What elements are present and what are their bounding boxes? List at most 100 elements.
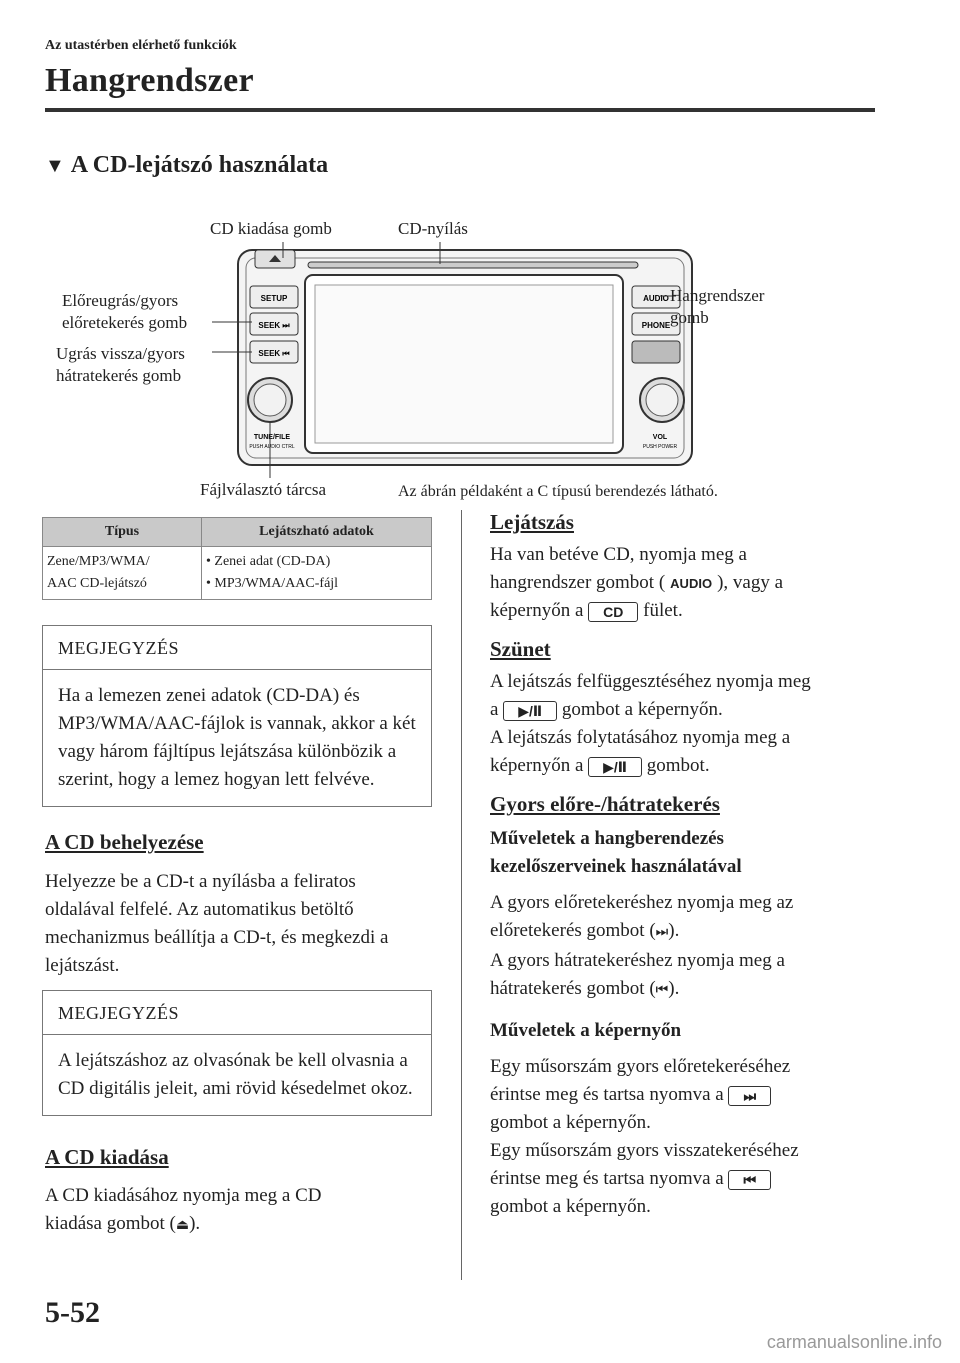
- note-box-1: MEGJEGYZÉS Ha a lemezen zenei adatok (CD…: [42, 625, 432, 807]
- cd-slot-label: CD-nyílás: [398, 219, 468, 238]
- pause-text-part: képernyőn a: [490, 755, 584, 776]
- ff-screen-line3: gombot a képernyőn.: [490, 1112, 651, 1133]
- rewind-icon: ⏮: [655, 983, 669, 998]
- eject-icon: ⏏: [175, 1218, 190, 1233]
- svg-text:VOL: VOL: [653, 434, 668, 441]
- pause-text-part: gombot.: [646, 755, 710, 776]
- rewind-key-icon: ⏮: [728, 1169, 772, 1190]
- pause-text: A lejátszás felfüggesztéséhez nyomja meg…: [490, 668, 885, 780]
- note-heading: MEGJEGYZÉS: [43, 991, 431, 1035]
- play-text-part: hangrendszer gombot (: [490, 572, 666, 593]
- pause-title: Szünet: [490, 637, 551, 661]
- fast-forward-icon: ⏭: [655, 925, 669, 940]
- seek-up-label-line2: előretekerés gomb: [62, 313, 188, 332]
- eject-title: A CD kiadása: [45, 1145, 169, 1169]
- seek-up-label: Előreugrás/gyors előretekerés gomb: [62, 290, 187, 334]
- play-text-part: ), vagy a: [717, 572, 784, 593]
- svg-text:AUDIO: AUDIO: [643, 294, 669, 303]
- table-cell-data: • Zenei adat (CD-DA) • MP3/WMA/AAC-fájl: [201, 546, 432, 600]
- svg-text:PHONE: PHONE: [642, 321, 671, 330]
- svg-text:TUNE/FILE: TUNE/FILE: [254, 434, 290, 441]
- ff-screen-line6: gombot a képernyőn.: [490, 1196, 651, 1217]
- seek-down-label: Ugrás vissza/gyors hátratekerés gomb: [56, 343, 185, 387]
- ff-screen-line2: érintse meg és tartsa nyomva a ⏭: [490, 1081, 885, 1109]
- pause-line2: a ▶/Ⅱ gombot a képernyőn.: [490, 696, 885, 724]
- table-cell-type: Zene/MP3/WMA/AAC CD-lejátszó: [42, 546, 202, 600]
- seek-up-label-line1: Előreugrás/gyors: [62, 291, 179, 310]
- ff-sub1: Műveletek a hangberendezés kezelőszervei…: [490, 825, 885, 881]
- svg-text:PUSH POWER: PUSH POWER: [643, 444, 678, 450]
- right-column: Lejátszás Ha van betéve CD, nyomja meg a…: [490, 510, 885, 1221]
- play-pause-key-icon: ▶/Ⅱ: [588, 756, 643, 777]
- table-header-row: Típus Lejátszható adatok: [42, 517, 432, 547]
- eject-text-part: kiadása gombot (: [45, 1213, 176, 1234]
- chapter-title: Az utastérben elérhető funkciók: [45, 38, 237, 53]
- column-divider: [461, 510, 462, 1280]
- data-line1: • Zenei adat (CD-DA): [206, 554, 331, 569]
- ff-sub2: Műveletek a képernyőn: [490, 1020, 682, 1041]
- audio-label-line1: Hangrendszer: [670, 286, 765, 305]
- eject-text-line2: kiadása gombot (⏏).: [45, 1210, 430, 1240]
- pause-line1: A lejátszás felfüggesztéséhez nyomja meg: [490, 671, 811, 692]
- ff-text-part: ).: [668, 978, 680, 999]
- pause-line4: képernyőn a ▶/Ⅱ gombot.: [490, 752, 885, 780]
- eject-text-line1: A CD kiadásához nyomja meg a CD: [45, 1185, 322, 1206]
- type-line2: AAC CD-lejátszó: [47, 576, 147, 591]
- header-divider: [45, 108, 875, 112]
- ff-text-part: előretekerés gombot (: [490, 920, 656, 941]
- seek-down-label-line1: Ugrás vissza/gyors: [56, 344, 185, 363]
- ff-text-part: érintse meg és tartsa nyomva a: [490, 1168, 724, 1189]
- eject-text-part: ).: [189, 1213, 201, 1234]
- audio-unit-drawing: SETUP SEEK ⏭ SEEK ⏮ AUDIO PHONE TUNE/FIL…: [212, 242, 693, 478]
- seek-down-label-line2: hátratekerés gomb: [56, 366, 182, 385]
- ff-line2: előretekerés gombot (⏭).: [490, 917, 885, 947]
- ff-text-part: érintse meg és tartsa nyomva a: [490, 1084, 724, 1105]
- eject-text: A CD kiadásához nyomja meg a CD kiadása …: [45, 1182, 430, 1240]
- pause-line3: A lejátszás folytatásához nyomja meg a: [490, 727, 791, 748]
- ff-sub1-line2: kezelőszerveinek használatával: [490, 856, 742, 877]
- page-title: Hangrendszer: [45, 62, 254, 99]
- svg-text:SEEK ⏮: SEEK ⏮: [258, 349, 289, 358]
- table-row: Zene/MP3/WMA/AAC CD-lejátszó • Zenei ada…: [42, 546, 432, 600]
- section-title-text: A CD-lejátszó használata: [70, 152, 329, 178]
- svg-text:SEEK ⏭: SEEK ⏭: [258, 321, 290, 330]
- section-title: ▼A CD-lejátszó használata: [45, 152, 328, 179]
- note-body: A lejátszáshoz az olvasónak be kell olva…: [58, 1050, 413, 1099]
- note-box-2: MEGJEGYZÉS A lejátszáshoz az olvasónak b…: [42, 990, 432, 1116]
- table-header: Típus: [42, 517, 202, 547]
- play-title: Lejátszás: [490, 510, 574, 534]
- insert-title: A CD behelyezése: [45, 830, 204, 854]
- watermark: carmanualsonline.info: [766, 1332, 942, 1352]
- audio-unit-figure: SETUP SEEK ⏭ SEEK ⏮ AUDIO PHONE TUNE/FIL…: [40, 210, 920, 510]
- ff-sub1-line1: Műveletek a hangberendezés: [490, 828, 724, 849]
- pause-text-part: a: [490, 699, 499, 720]
- play-line2: hangrendszer gombot (AUDIO), vagy a: [490, 569, 885, 597]
- svg-text:PUSH AUDIO CTRL: PUSH AUDIO CTRL: [249, 444, 295, 450]
- play-text-part: képernyőn a: [490, 600, 584, 621]
- play-pause-key-icon: ▶/Ⅱ: [503, 700, 558, 721]
- eject-button-label: CD kiadása gomb: [210, 219, 332, 238]
- play-text: Ha van betéve CD, nyomja meg a hangrends…: [490, 541, 885, 625]
- data-line2: • MP3/WMA/AAC-fájl: [206, 576, 339, 591]
- ff-text-part: hátratekerés gombot (: [490, 978, 656, 999]
- type-line1: Zene/MP3/WMA/: [47, 554, 150, 569]
- audio-button-label: Hangrendszer gomb: [670, 285, 764, 329]
- audio-label-line2: gomb: [670, 308, 709, 327]
- svg-text:SETUP: SETUP: [261, 294, 288, 303]
- ff-text-part: ).: [668, 920, 680, 941]
- audio-key-icon: AUDIO: [670, 575, 713, 591]
- ff-title: Gyors előre-/hátratekerés: [490, 792, 720, 816]
- ff-text: A gyors előretekeréshez nyomja meg az el…: [490, 889, 885, 1005]
- table-header: Lejátszható adatok: [201, 517, 432, 547]
- ff-line4: hátratekerés gombot (⏮).: [490, 975, 885, 1005]
- triangle-icon: ▼: [45, 155, 65, 177]
- figure-caption: Az ábrán példaként a C típusú berendezés…: [398, 483, 718, 500]
- play-line3: képernyőn a CD fület.: [490, 597, 885, 625]
- playable-data-table: Típus Lejátszható adatok Zene/MP3/WMA/AA…: [42, 517, 432, 600]
- insert-text: Helyezze be a CD-t a nyílásba a felirato…: [45, 871, 389, 976]
- fast-forward-key-icon: ⏭: [728, 1085, 772, 1106]
- ff-screen-line4: Egy műsorszám gyors visszatekeréséhez: [490, 1140, 799, 1161]
- ff-screen-text: Egy műsorszám gyors előretekeréséhez éri…: [490, 1053, 885, 1221]
- note-body: Ha a lemezen zenei adatok (CD-DA) és MP3…: [58, 685, 416, 790]
- note-heading: MEGJEGYZÉS: [43, 626, 431, 670]
